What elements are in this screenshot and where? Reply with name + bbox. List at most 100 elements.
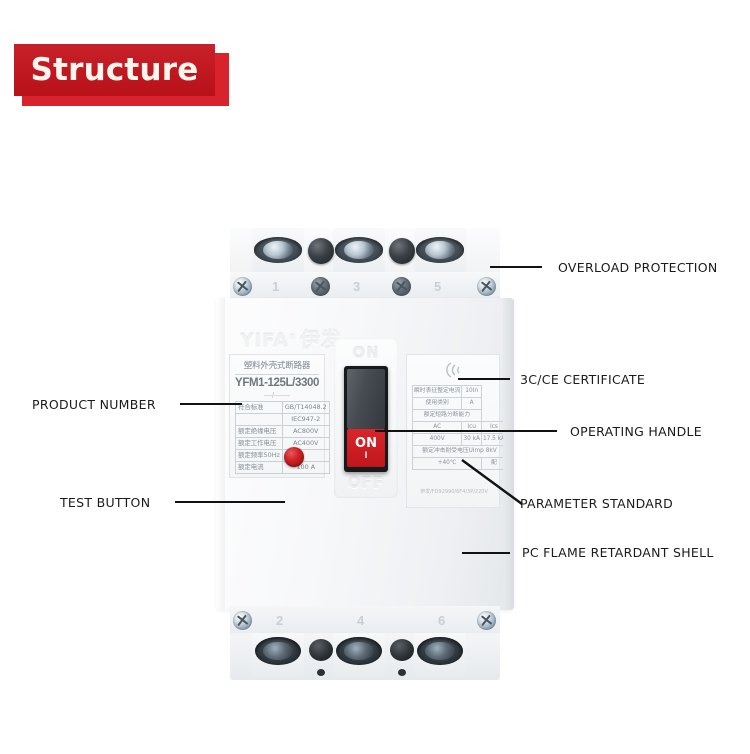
callout-label-pc-flame-retardant-shell: PC FLAME RETARDANT SHELL xyxy=(522,545,714,560)
table-row: 400V 30 kA 17.5 kA xyxy=(411,433,508,446)
terminal-screw xyxy=(392,277,411,296)
bottom-screw-strip: 2 4 6 xyxy=(230,606,500,636)
table-row: 额定工作电压 AC400V xyxy=(235,437,330,450)
mounting-screw xyxy=(477,611,496,630)
spec-name: 额定工作电压 xyxy=(235,437,283,450)
nameplate-divider xyxy=(235,374,319,375)
terminal-number-2: 2 xyxy=(276,613,284,628)
registered-mark-icon: ® xyxy=(288,332,297,342)
table-row: 符合标准 GB/T14048.2 xyxy=(235,401,330,414)
callout-label-parameter-standard: PARAMETER STANDARD xyxy=(520,496,674,511)
terminal-dome xyxy=(309,639,333,661)
terminal-cavity-5 xyxy=(416,237,464,263)
section-title-banner: Structure xyxy=(14,44,229,106)
spec-value: 10In xyxy=(461,385,482,398)
table-row: 额定绝缘电压 AC800V xyxy=(235,425,330,438)
callout-label-3c-ce-certificate: 3C/CE CERTIFICATE xyxy=(520,372,646,387)
breaker-housing: YIFA®伊发 塑料外壳式断路器 YFM1-125L/3300 —/—— 符合标… xyxy=(216,298,514,610)
spec-name: 使用类别 xyxy=(411,397,463,410)
handle-grip xyxy=(347,369,385,429)
spec-value: A xyxy=(461,397,482,410)
operating-handle[interactable]: ON I xyxy=(344,366,388,472)
spec-col-ics: Ics xyxy=(480,421,508,434)
handle-state-indicator: ON I xyxy=(347,429,385,467)
callout-leader-3c-ce-certificate xyxy=(458,378,510,380)
brand-name: YIFA xyxy=(240,330,289,352)
callout-label-product-number: PRODUCT NUMBER xyxy=(32,397,156,412)
mounting-screw xyxy=(477,277,496,296)
terminal-pin xyxy=(317,669,325,676)
terminal-number-4: 4 xyxy=(357,613,365,628)
table-row: 额定电流 100 A xyxy=(235,461,330,474)
spec-value: AC800V xyxy=(281,425,330,438)
spec-name xyxy=(235,413,283,426)
right-spec-table: 瞬时表征整定电流 10In 使用类别 A 额定短路分断能力 AC Icu Ics xyxy=(411,385,508,470)
table-row: 额定冲击耐受电压Uimp 8kV xyxy=(411,445,508,458)
table-row: 额定短路分断能力 xyxy=(412,409,507,422)
table-row: 额定频率50Hz xyxy=(235,449,330,462)
callout-label-operating-handle: OPERATING HANDLE xyxy=(570,424,702,439)
spec-name: 符合标准 xyxy=(235,401,283,414)
product-model-number: YFM1-125L/3300 xyxy=(235,377,319,389)
spec-name: 额定绝缘电压 xyxy=(235,425,283,438)
mounting-screw xyxy=(233,611,252,630)
handle-recess: ON OFF ON I xyxy=(334,338,398,498)
page-title: Structure xyxy=(30,52,199,88)
nameplate-footer-code: 伊发/FD92990/6F4/3P/220V xyxy=(420,489,488,495)
callout-leader-pc-flame-retardant-shell xyxy=(462,552,510,554)
terminal-dome xyxy=(390,639,414,661)
handle-emboss-off: OFF xyxy=(347,474,385,492)
terminal-number-5: 5 xyxy=(434,279,442,294)
top-screw-strip: 1 3 5 xyxy=(230,272,500,301)
left-spec-table: 符合标准 GB/T14048.2 IEC947-2 额定绝缘电压 AC800V … xyxy=(235,401,330,474)
table-row: 瞬时表征整定电流 10In xyxy=(411,385,507,398)
product-type-cn: 塑料外壳式断路器 xyxy=(243,361,311,371)
spec-value-ics: 17.5 kA xyxy=(480,433,508,446)
banner-main-block: Structure xyxy=(14,44,215,96)
spec-col-ac: AC xyxy=(411,421,463,434)
spec-value-voltage: 400V xyxy=(411,433,463,446)
spec-value-icu: 30 kA xyxy=(461,433,482,446)
spec-value: GB/T14048.2 xyxy=(281,401,330,414)
terminal-number-1: 1 xyxy=(272,279,280,294)
bottom-terminal-block xyxy=(230,633,500,680)
table-row: +40℃ 配 xyxy=(412,457,508,470)
ccc-certification-icon xyxy=(446,362,460,378)
callout-label-test-button: TEST BUTTON xyxy=(60,495,151,510)
breaker-symbol-icon: —/—— xyxy=(263,391,291,400)
callout-leader-parameter-standard xyxy=(461,459,523,505)
brand-logo: YIFA®伊发 xyxy=(240,324,360,352)
top-terminal-block xyxy=(230,228,500,301)
table-row: AC Icu Ics xyxy=(411,421,508,434)
handle-state-label: ON xyxy=(355,435,377,451)
table-row: 使用类别 A xyxy=(411,397,507,410)
terminal-number-6: 6 xyxy=(438,613,446,628)
table-row: IEC947-2 xyxy=(235,413,330,426)
spec-value: IEC947-2 xyxy=(281,413,330,426)
test-button[interactable] xyxy=(284,447,304,467)
terminal-cavity-1 xyxy=(254,237,302,263)
callout-leader-operating-handle xyxy=(375,430,557,432)
handle-state-symbol: I xyxy=(364,449,368,460)
callout-label-overload-protection: OVERLOAD PROTECTION xyxy=(558,260,718,275)
terminal-cavity-2 xyxy=(255,637,301,665)
mounting-screw xyxy=(233,277,252,296)
terminal-dome xyxy=(389,238,415,264)
terminal-cavity-4 xyxy=(336,637,382,665)
spec-impulse-voltage: 额定冲击耐受电压Uimp 8kV xyxy=(411,445,508,458)
terminal-cavity-3 xyxy=(335,237,383,263)
terminal-dome xyxy=(308,238,334,264)
terminal-screw xyxy=(311,277,330,296)
left-nameplate: 塑料外壳式断路器 YFM1-125L/3300 —/—— 符合标准 GB/T14… xyxy=(229,354,330,478)
spec-section-header: 额定短路分断能力 xyxy=(412,409,482,422)
spec-col-icu: Icu xyxy=(461,421,482,434)
spec-name: 额定电流 xyxy=(235,461,283,474)
callout-leader-overload-protection xyxy=(490,266,542,268)
spec-name: 瞬时表征整定电流 xyxy=(411,385,463,398)
terminal-pin xyxy=(398,669,406,676)
circuit-breaker-illustration: 1 3 5 YIFA®伊发 塑料外壳式断路器 YFM1-125L/3300 —/… xyxy=(216,228,514,680)
callout-leader-product-number xyxy=(180,403,242,405)
spec-temperature: +40℃ xyxy=(412,457,482,470)
spec-name: 额定频率50Hz xyxy=(235,449,283,462)
